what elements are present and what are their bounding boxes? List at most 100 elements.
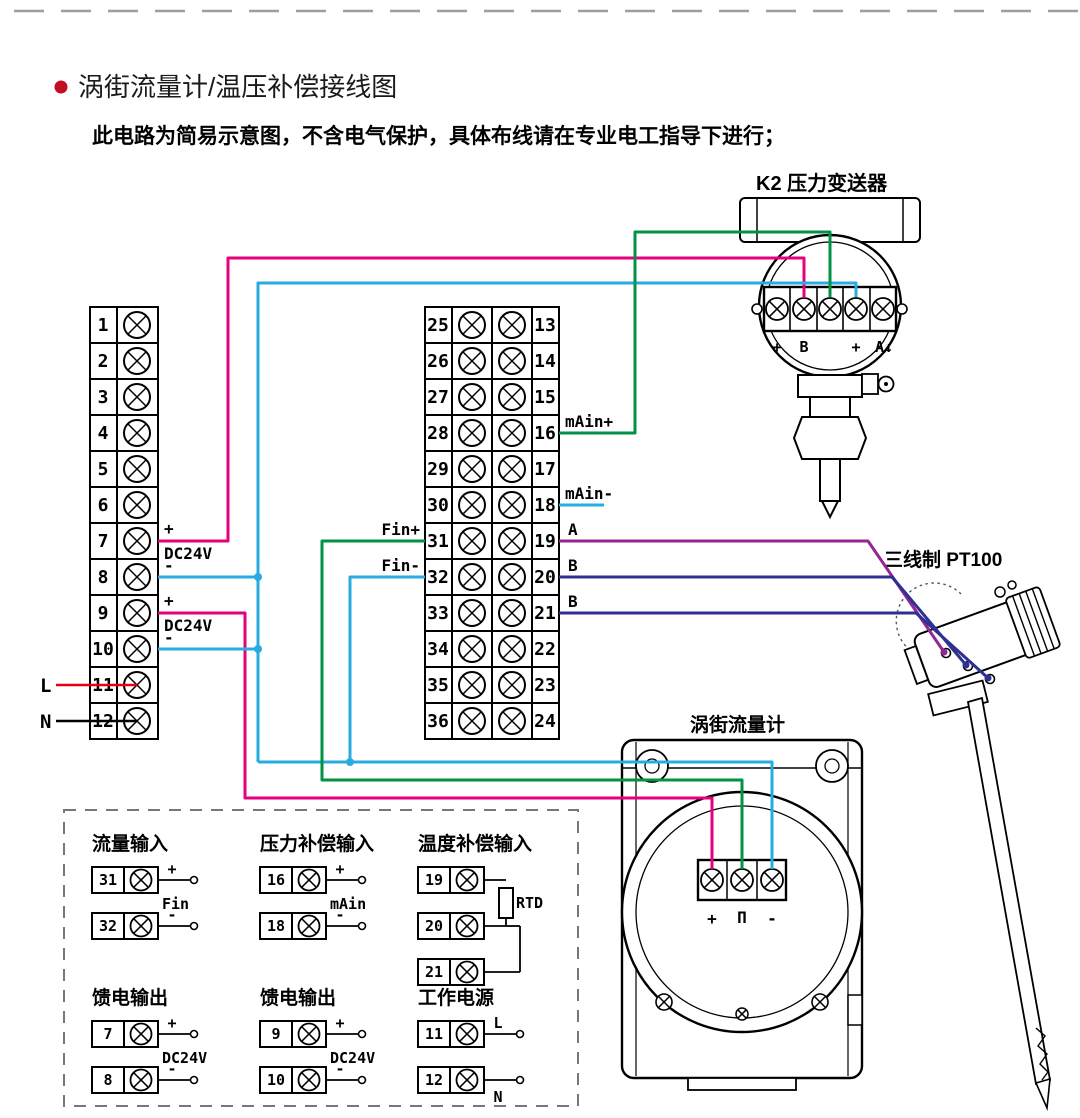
junction-dot: [254, 645, 262, 653]
line-shape: [127, 351, 147, 371]
terminal-screw-icon: [458, 527, 486, 555]
line-shape: [657, 995, 671, 1009]
legend-sign: +: [335, 860, 344, 878]
legend-sign: -: [167, 1060, 176, 1078]
flowmeter-label: 涡街流量计: [690, 713, 785, 736]
terminal-number-cell: [89, 378, 118, 416]
terminal-number: 29: [427, 459, 449, 480]
flowmeter-terminal-label: -: [767, 909, 777, 928]
terminal-screw-icon: [123, 635, 151, 663]
terminal-number: 32: [427, 567, 449, 588]
line-shape: [502, 387, 522, 407]
dc24v2-minus-label: -: [164, 628, 174, 647]
pt100-sensor: 三线制 PT100: [884, 548, 1061, 1112]
legend-terminal-number: 20: [425, 917, 443, 935]
legend-terminal-number: 31: [99, 871, 117, 889]
terminal-screw-icon: [765, 297, 789, 321]
legend-terminal-point: [357, 875, 367, 885]
line-shape: [462, 639, 482, 659]
legend-number-cell: [91, 912, 125, 940]
line-shape: [462, 387, 482, 407]
legend-terminal-number: 9: [271, 1025, 280, 1043]
line-shape: [733, 871, 751, 889]
legend-terminal-point: [189, 921, 199, 931]
terminal-screw-icon: [458, 635, 486, 663]
line-shape: [127, 603, 147, 623]
dc24v2-label: DC24V: [164, 616, 213, 635]
pt100-hex-rect: [927, 679, 989, 717]
line-shape: [502, 603, 522, 623]
line-shape: [502, 531, 522, 551]
terminal-screw-icon: [297, 868, 321, 892]
legend-number-cell: [417, 958, 451, 986]
legend-terminal-number: 7: [103, 1025, 112, 1043]
strip-end-screw: [751, 303, 763, 315]
line-shape: [127, 567, 147, 587]
flowmeter-screws: [655, 868, 829, 1021]
pt100-hex-fitting: [927, 679, 989, 717]
terminal-number: 36: [427, 711, 449, 732]
legend-box: [63, 809, 579, 1107]
line-shape: [133, 1026, 149, 1042]
line-shape: [462, 711, 482, 731]
legend-sign: L: [493, 1014, 502, 1032]
terminal-screw-icon: [458, 671, 486, 699]
dc24v1-label: DC24V: [164, 544, 213, 563]
terminal-number-cell: [531, 486, 560, 524]
legend-number-cell: [417, 1066, 451, 1094]
line-shape: [502, 351, 522, 371]
terminal-screw-icon: [844, 297, 868, 321]
line-shape: [127, 639, 147, 659]
terminal-number: 13: [534, 315, 556, 336]
terminal-number-cell: [424, 666, 453, 704]
terminal-screw-icon: [455, 960, 479, 984]
legend-terminal-point: [357, 1029, 367, 1039]
signal-labels: + DC24V - + DC24V - L N mAin+ mAin- A B …: [40, 412, 614, 733]
line-shape: [459, 872, 475, 888]
flowmeter-terminal-label: +: [707, 909, 717, 928]
flowmeter-terminal-label: Π: [737, 908, 747, 927]
terminal-number: 8: [98, 567, 109, 588]
line-shape: [502, 459, 522, 479]
terminal-screw-icon: [458, 383, 486, 411]
legend-sign: +: [335, 1014, 344, 1032]
line-shape: [462, 459, 482, 479]
legend-sign: N: [493, 1088, 502, 1106]
terminal-screw-icon: [123, 347, 151, 375]
line-shape: [502, 711, 522, 731]
terminal-number: 2: [98, 351, 109, 372]
legend-section-title: 流量输入: [92, 832, 168, 855]
terminal-screw-icon: [123, 599, 151, 627]
terminal-screw-icon: [655, 993, 673, 1011]
legend-terminal-point: [189, 1029, 199, 1039]
line-L-label: L: [40, 675, 51, 697]
strip-end-screw: [896, 303, 908, 315]
terminal-number-cell: [424, 630, 453, 668]
line-shape: [502, 423, 522, 443]
terminal-screw-icon: [818, 297, 842, 321]
terminal-number: 21: [534, 603, 556, 624]
cable-gland-dot: [884, 382, 888, 386]
pt100-rib: [1031, 588, 1055, 650]
line-shape: [462, 675, 482, 695]
line-shape: [459, 918, 475, 934]
legend-sign: +: [167, 860, 176, 878]
terminal-screw-icon: [458, 455, 486, 483]
terminal-screw-icon: [700, 868, 724, 892]
line-shape: [821, 300, 839, 318]
conduit-boss-inner: [824, 758, 840, 774]
line-shape: [502, 495, 522, 515]
line-shape: [301, 918, 317, 934]
terminal-number: 22: [534, 639, 556, 660]
legend-label: Fin: [162, 895, 189, 913]
line-shape: [301, 1072, 317, 1088]
terminal-screw-icon: [129, 914, 153, 938]
terminal-number: 10: [92, 639, 114, 660]
transmitter-hex-nut: [792, 416, 868, 460]
